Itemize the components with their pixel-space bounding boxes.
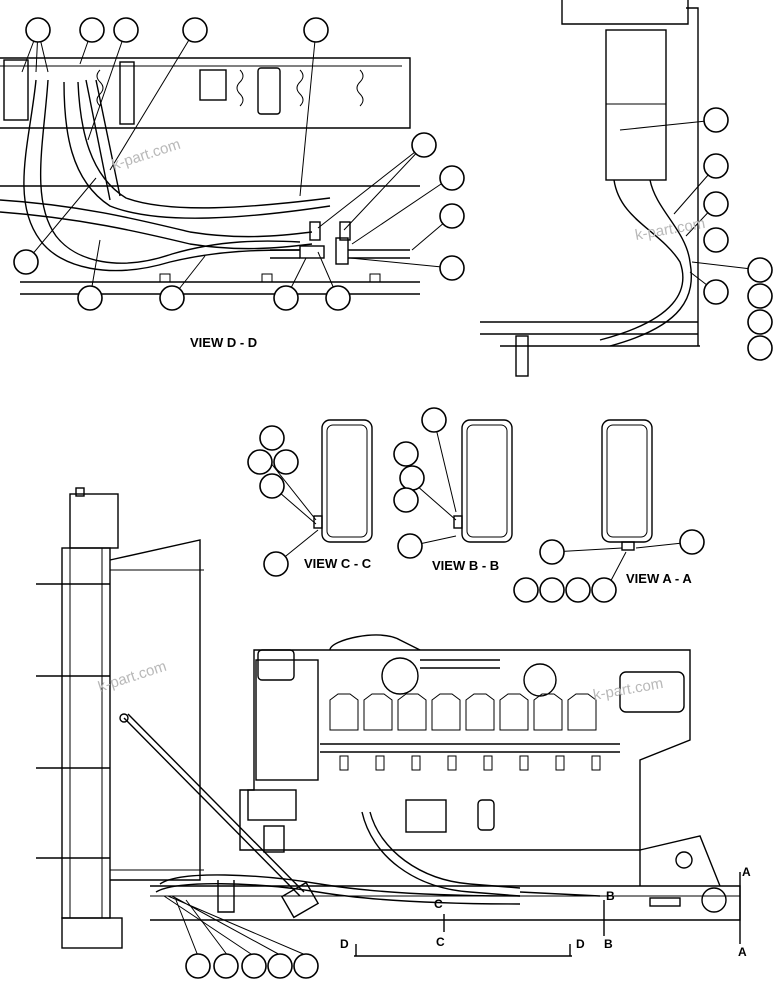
section-mark-d-right: D <box>576 937 585 951</box>
section-mark-c-upper: C <box>434 897 443 911</box>
section-mark-b-upper: B <box>606 889 615 903</box>
watermark-text-4: k-part.com <box>592 675 665 704</box>
generator-set-drawing <box>36 487 741 979</box>
view-d-d-title: VIEW D - D <box>190 335 257 350</box>
view-b-b-drawing <box>393 407 513 559</box>
section-mark-a-upper: A <box>742 865 751 879</box>
view-a-a-drawing <box>513 419 705 603</box>
section-mark-d-left: D <box>340 937 349 951</box>
view-c-c-drawing <box>247 419 373 577</box>
watermark-text-1: k-part.com <box>110 136 183 174</box>
watermark-text-3: k-part.com <box>96 658 169 696</box>
view-b-b-title: VIEW B - B <box>432 558 499 573</box>
section-mark-a-lower: A <box>738 945 747 959</box>
section-mark-b-lower: B <box>604 937 613 951</box>
view-top-right-drawing <box>480 0 773 377</box>
view-d-d-drawing <box>0 17 465 311</box>
section-mark-c-lower: C <box>436 935 445 949</box>
view-a-a-title: VIEW A - A <box>626 571 692 586</box>
view-c-c-title: VIEW C - C <box>304 556 372 571</box>
